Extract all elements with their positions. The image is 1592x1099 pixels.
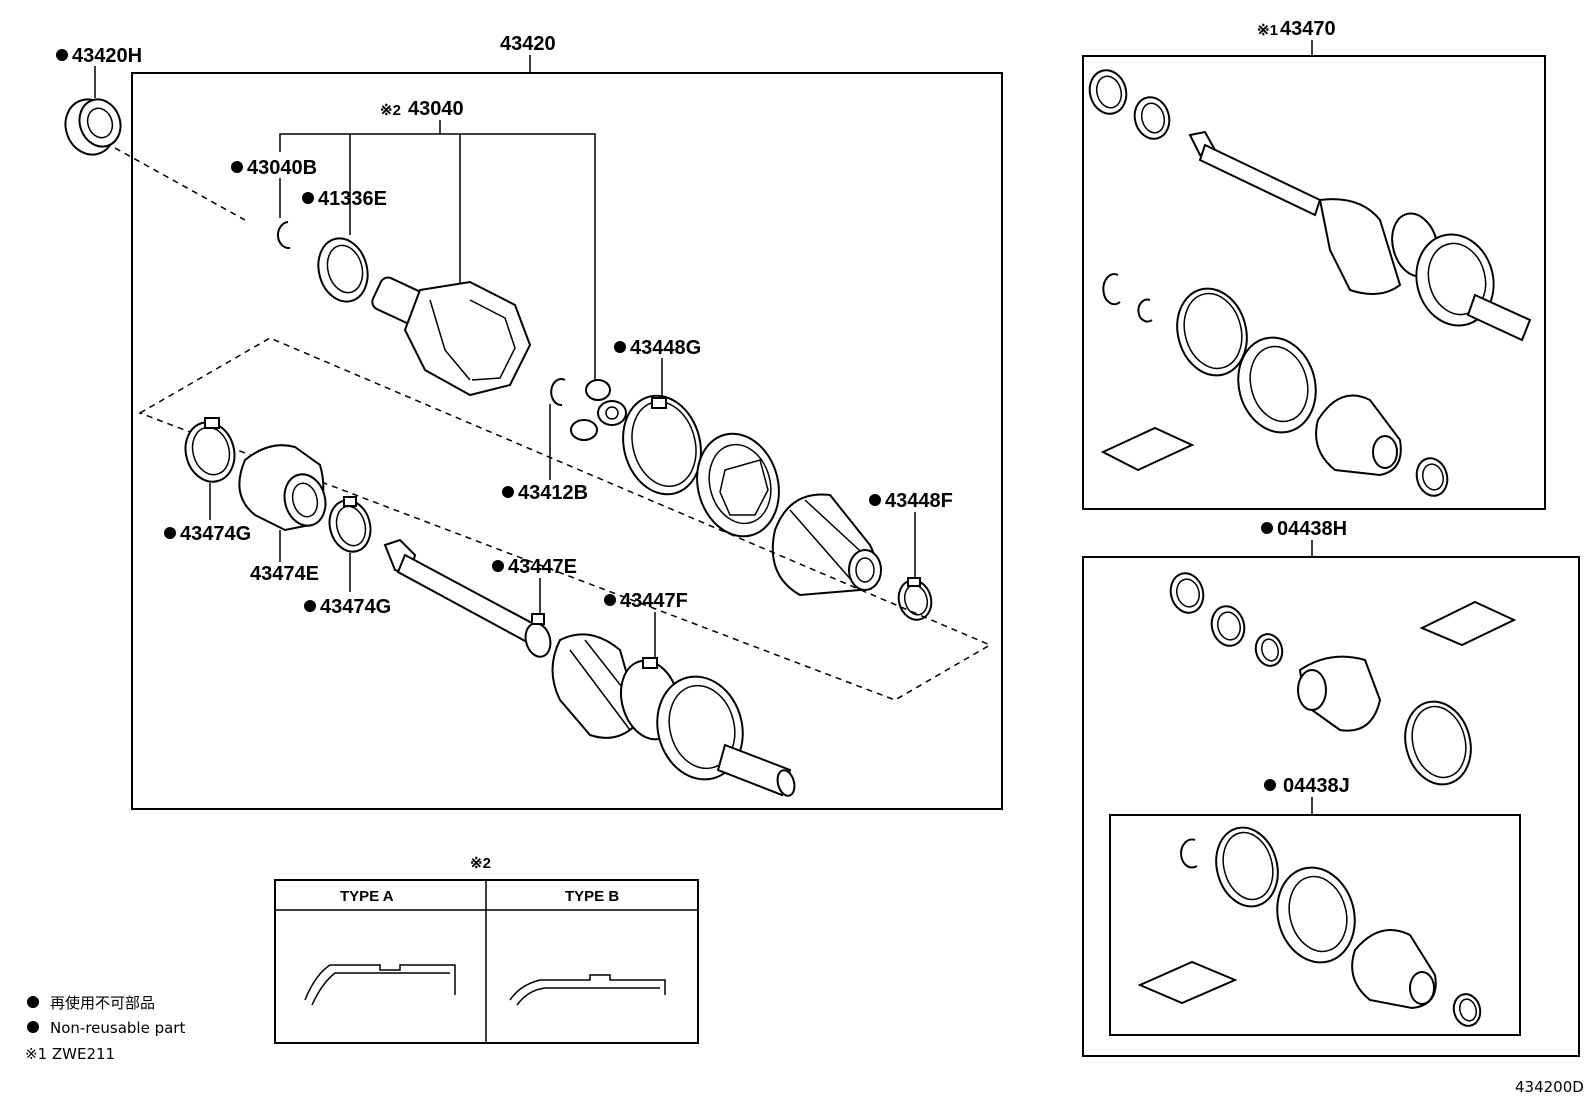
part-43448F: 43448F xyxy=(869,490,953,621)
type-b-profile xyxy=(509,974,666,1001)
label-43420[interactable]: 43420 xyxy=(500,33,556,55)
type-a-header: TYPE A xyxy=(340,888,394,905)
part-43474E: 43474E xyxy=(238,444,327,585)
label-43420H[interactable]: 43420H xyxy=(72,45,142,67)
label-04438J[interactable]: 04438J xyxy=(1283,775,1350,797)
legend-jp: 再使用不可部品 xyxy=(50,994,155,1012)
label-43448G[interactable]: 43448G xyxy=(630,337,701,359)
legend-en: Non-reusable part xyxy=(50,1019,185,1037)
kit-04438J: 04438J xyxy=(1109,775,1521,1036)
part-43412B: 43412B xyxy=(502,404,588,504)
drive-shaft xyxy=(383,538,552,658)
inner-boot xyxy=(696,432,780,538)
main-assembly-box xyxy=(131,72,1003,810)
label-43474G-a[interactable]: 43474G xyxy=(180,523,251,545)
part-41336E: 41336E xyxy=(302,188,387,303)
svg-text:※2: ※2 xyxy=(380,102,401,119)
assembly-43470: ※1 43470 xyxy=(1082,18,1546,510)
inner-joint-housing xyxy=(371,276,532,397)
part-43448G: 43448G xyxy=(614,337,702,496)
label-43040B[interactable]: 43040B xyxy=(247,157,317,179)
part-43447F: 43447F xyxy=(604,590,688,660)
label-43040[interactable]: 43040 xyxy=(408,98,464,120)
part-43040B: 43040B xyxy=(231,157,317,250)
kit-04438H: 04438H xyxy=(1082,518,1580,1057)
boot-cone xyxy=(771,493,882,597)
type-b-header: TYPE B xyxy=(565,888,619,905)
bracket-43040: ※2 43040 xyxy=(279,98,596,380)
legend: 再使用不可部品 Non-reusable part ※1 ZWE211 xyxy=(25,994,185,1063)
svg-text:※1: ※1 xyxy=(1257,22,1278,39)
label-43447E[interactable]: 43447E xyxy=(508,556,577,578)
type-table: ※2 TYPE A TYPE B xyxy=(274,855,699,1044)
outer-joint xyxy=(551,633,796,797)
label-41336E[interactable]: 41336E xyxy=(318,188,387,210)
type-table-title: ※2 xyxy=(470,855,491,872)
kit-outline xyxy=(138,337,992,701)
label-43474G-b[interactable]: 43474G xyxy=(320,596,391,618)
type-a-profile xyxy=(304,964,456,1001)
tripod-joint xyxy=(570,379,627,441)
part-43420H: 43420H xyxy=(56,45,246,221)
label-43448F[interactable]: 43448F xyxy=(885,490,953,512)
part-43474G-right: 43474G xyxy=(304,496,391,618)
snap-ring xyxy=(550,378,566,407)
figure-code: 434200D xyxy=(1515,1078,1584,1096)
label-04438H[interactable]: 04438H xyxy=(1277,518,1347,540)
legend-note1: ※1 ZWE211 xyxy=(25,1045,115,1063)
label-43474E[interactable]: 43474E xyxy=(250,563,319,585)
label-43470[interactable]: 43470 xyxy=(1280,18,1336,40)
part-43447E: 43447E xyxy=(492,556,577,614)
label-43447F[interactable]: 43447F xyxy=(620,590,688,612)
label-43412B[interactable]: 43412B xyxy=(518,482,588,504)
part-43474G-left: 43474G xyxy=(164,417,251,545)
